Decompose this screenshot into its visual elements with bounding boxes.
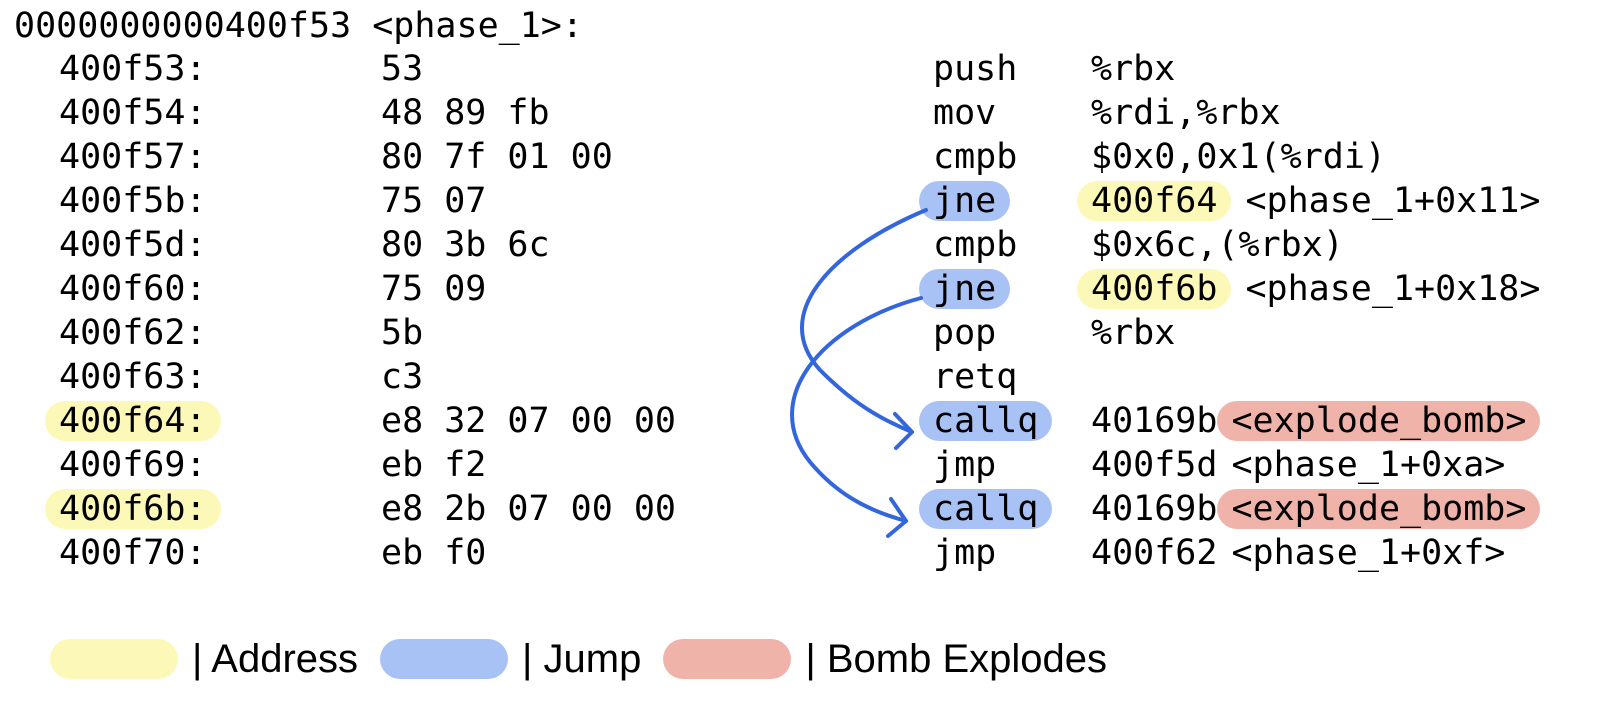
instruction-row-400f5d: 400f5d: 80 3b 6c cmpb $0x6c,(%rbx)	[0, 223, 1604, 268]
call-target: 40169b	[1091, 401, 1218, 441]
legend-label-address: | Address	[192, 636, 359, 681]
instruction-address: 400f6b:	[45, 487, 221, 532]
instruction-address: 400f69:	[59, 445, 207, 485]
legend-swatch-bomb	[663, 639, 792, 679]
instruction-mnemonic: mov	[933, 93, 997, 133]
legend-swatch-address	[50, 639, 178, 679]
instruction-bytes: eb f2	[381, 445, 487, 485]
instruction-row-400f62: 400f62: 5b pop %rbx	[0, 311, 1604, 356]
instruction-row-400f53: 400f53: 53 push %rbx	[0, 47, 1604, 92]
jump-highlight: jne	[919, 269, 1011, 309]
legend-swatch-jump	[380, 639, 509, 679]
instruction-mnemonic: cmpb	[933, 137, 1018, 177]
instruction-mnemonic: jmp	[933, 445, 997, 485]
instruction-row-400f60: 400f60: 75 09 jne 400f6b <phase_1+0x18>	[0, 267, 1604, 312]
instruction-operand: %rbx	[1091, 313, 1176, 353]
instruction-mnemonic: jne	[919, 267, 1011, 312]
instruction-operand: $0x6c,(%rbx)	[1091, 225, 1344, 265]
jump-highlight: jne	[919, 181, 1011, 221]
instruction-address: 400f64:	[45, 399, 221, 444]
instruction-bytes: 75 07	[381, 181, 487, 221]
jump-arrow-path	[800, 208, 928, 434]
instruction-operand: 400f62 <phase_1+0xf>	[1091, 531, 1505, 576]
instruction-row-400f63: 400f63: c3 retq	[0, 355, 1604, 400]
address-highlight: 400f64	[1077, 181, 1232, 221]
jump-arrow-path	[790, 296, 923, 523]
call-target: 40169b	[1091, 489, 1218, 529]
instruction-mnemonic: jmp	[933, 533, 997, 573]
symbol-reference: <phase_1+0x18>	[1245, 269, 1541, 309]
instruction-address: 400f60:	[59, 269, 207, 309]
arrow-jne-to-callq-400f6b	[790, 296, 923, 538]
instruction-address: 400f63:	[59, 357, 207, 397]
instruction-address: 400f5d:	[59, 225, 207, 265]
instruction-mnemonic: push	[933, 49, 1018, 89]
symbol-reference: <phase_1+0xa>	[1231, 445, 1506, 485]
instruction-address: 400f54:	[59, 93, 207, 133]
symbol-reference: <phase_1+0x11>	[1245, 181, 1541, 221]
jump-target: 400f5d	[1091, 445, 1218, 485]
instruction-mnemonic: retq	[933, 357, 1018, 397]
symbol-reference: <phase_1+0xf>	[1231, 533, 1506, 573]
instruction-operand: 400f6b <phase_1+0x18>	[1077, 267, 1541, 312]
instruction-address: 400f53:	[59, 49, 207, 89]
instruction-operand: %rdi,%rbx	[1091, 93, 1281, 133]
instruction-operand: 40169b<explode_bomb>	[1091, 487, 1541, 532]
instruction-bytes: 80 3b 6c	[381, 225, 550, 265]
legend-label-bomb: | Bomb Explodes	[805, 636, 1108, 681]
arrowhead	[886, 497, 908, 538]
address-highlight: 400f64:	[45, 401, 221, 441]
instruction-row-400f57: 400f57: 80 7f 01 00 cmpb $0x0,0x1(%rdi)	[0, 135, 1604, 180]
instruction-operand: 40169b<explode_bomb>	[1091, 399, 1541, 444]
instruction-row-400f54: 400f54: 48 89 fb mov %rdi,%rbx	[0, 91, 1604, 136]
symbol-reference: <explode_bomb>	[1217, 489, 1541, 529]
instruction-bytes: eb f0	[381, 533, 487, 573]
instruction-bytes: e8 32 07 00 00	[381, 401, 677, 441]
instruction-mnemonic: callq	[919, 487, 1053, 532]
instruction-bytes: c3	[381, 357, 424, 397]
jump-highlight: callq	[919, 401, 1053, 441]
instruction-row-400f6b: 400f6b: e8 2b 07 00 00 callq 40169b<expl…	[0, 487, 1604, 532]
bomb-highlight: <explode_bomb>	[1217, 489, 1541, 529]
instruction-operand: 400f5d <phase_1+0xa>	[1091, 443, 1505, 488]
instruction-operand: %rbx	[1091, 49, 1176, 89]
instruction-mnemonic: callq	[919, 399, 1053, 444]
instruction-bytes: 80 7f 01 00	[381, 137, 613, 177]
instruction-bytes: 5b	[381, 313, 424, 353]
instruction-row-400f5b: 400f5b: 75 07 jne 400f64 <phase_1+0x11>	[0, 179, 1604, 224]
symbol-reference: <explode_bomb>	[1217, 401, 1541, 441]
jump-target: 400f62	[1091, 533, 1218, 573]
instruction-row-400f64: 400f64: e8 32 07 00 00 callq 40169b<expl…	[0, 399, 1604, 444]
instruction-bytes: 48 89 fb	[381, 93, 550, 133]
instruction-address: 400f57:	[59, 137, 207, 177]
address-highlight: 400f6b:	[45, 489, 221, 529]
arrowhead	[893, 412, 914, 450]
instruction-address: 400f5b:	[59, 181, 207, 221]
instruction-operand: $0x0,0x1(%rdi)	[1091, 137, 1387, 177]
instruction-row-400f69: 400f69: eb f2 jmp 400f5d <phase_1+0xa>	[0, 443, 1604, 488]
instruction-bytes: e8 2b 07 00 00	[381, 489, 677, 529]
arrow-jne-to-callq-400f64	[800, 208, 928, 450]
instruction-operand: 400f64 <phase_1+0x11>	[1077, 179, 1541, 224]
instruction-bytes: 53	[381, 49, 424, 89]
bomb-highlight: <explode_bomb>	[1217, 401, 1541, 441]
address-highlight: 400f6b	[1077, 269, 1232, 309]
instruction-mnemonic: pop	[933, 313, 997, 353]
legend-label-jump: | Jump	[522, 636, 642, 681]
instruction-bytes: 75 09	[381, 269, 487, 309]
jump-highlight: callq	[919, 489, 1053, 529]
function-header: 0000000000400f53 <phase_1>:	[14, 6, 583, 46]
instruction-address: 400f62:	[59, 313, 207, 353]
instruction-mnemonic: jne	[919, 179, 1011, 224]
instruction-mnemonic: cmpb	[933, 225, 1018, 265]
instruction-address: 400f70:	[59, 533, 207, 573]
instruction-row-400f70: 400f70: eb f0 jmp 400f62 <phase_1+0xf>	[0, 531, 1604, 576]
legend: | Address | Jump | Bomb Explodes	[50, 636, 1129, 682]
